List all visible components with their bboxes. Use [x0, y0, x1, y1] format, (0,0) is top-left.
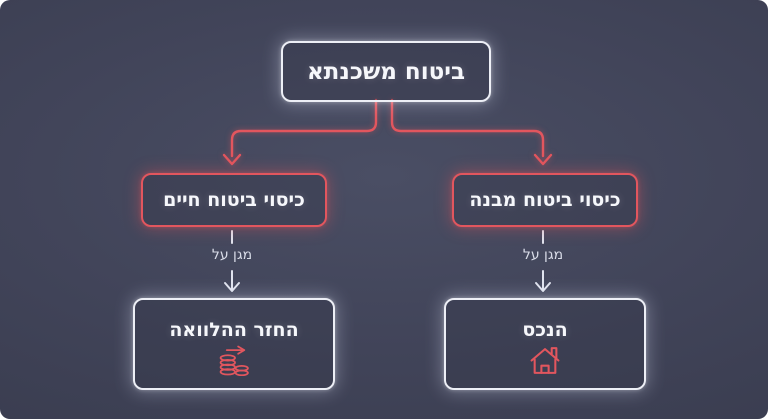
split-arrows: [222, 98, 553, 166]
branch-node-label: כיסוי ביטוח חיים: [163, 189, 305, 211]
edge-label-protects-left: מגן על: [211, 247, 253, 263]
branch-node-label: כיסוי ביטוח מבנה: [469, 189, 621, 211]
leaf-node-property: הנכס: [444, 298, 646, 390]
leaf-node-loan-repayment: החזר ההלוואה: [133, 298, 335, 390]
house-icon: [530, 346, 560, 374]
root-node-mortgage-insurance: ביטוח משכנתא: [281, 41, 491, 102]
root-node-label: ביטוח משכנתא: [306, 58, 466, 85]
branch-node-life-insurance: כיסוי ביטוח חיים: [141, 173, 327, 227]
edge-label-protects-right: מגן על: [522, 247, 564, 263]
leaf-node-label: הנכס: [522, 318, 568, 341]
branch-node-building-insurance: כיסוי ביטוח מבנה: [452, 173, 638, 227]
coins-arrow-icon: [219, 345, 249, 376]
leaf-node-label: החזר ההלוואה: [169, 318, 299, 341]
